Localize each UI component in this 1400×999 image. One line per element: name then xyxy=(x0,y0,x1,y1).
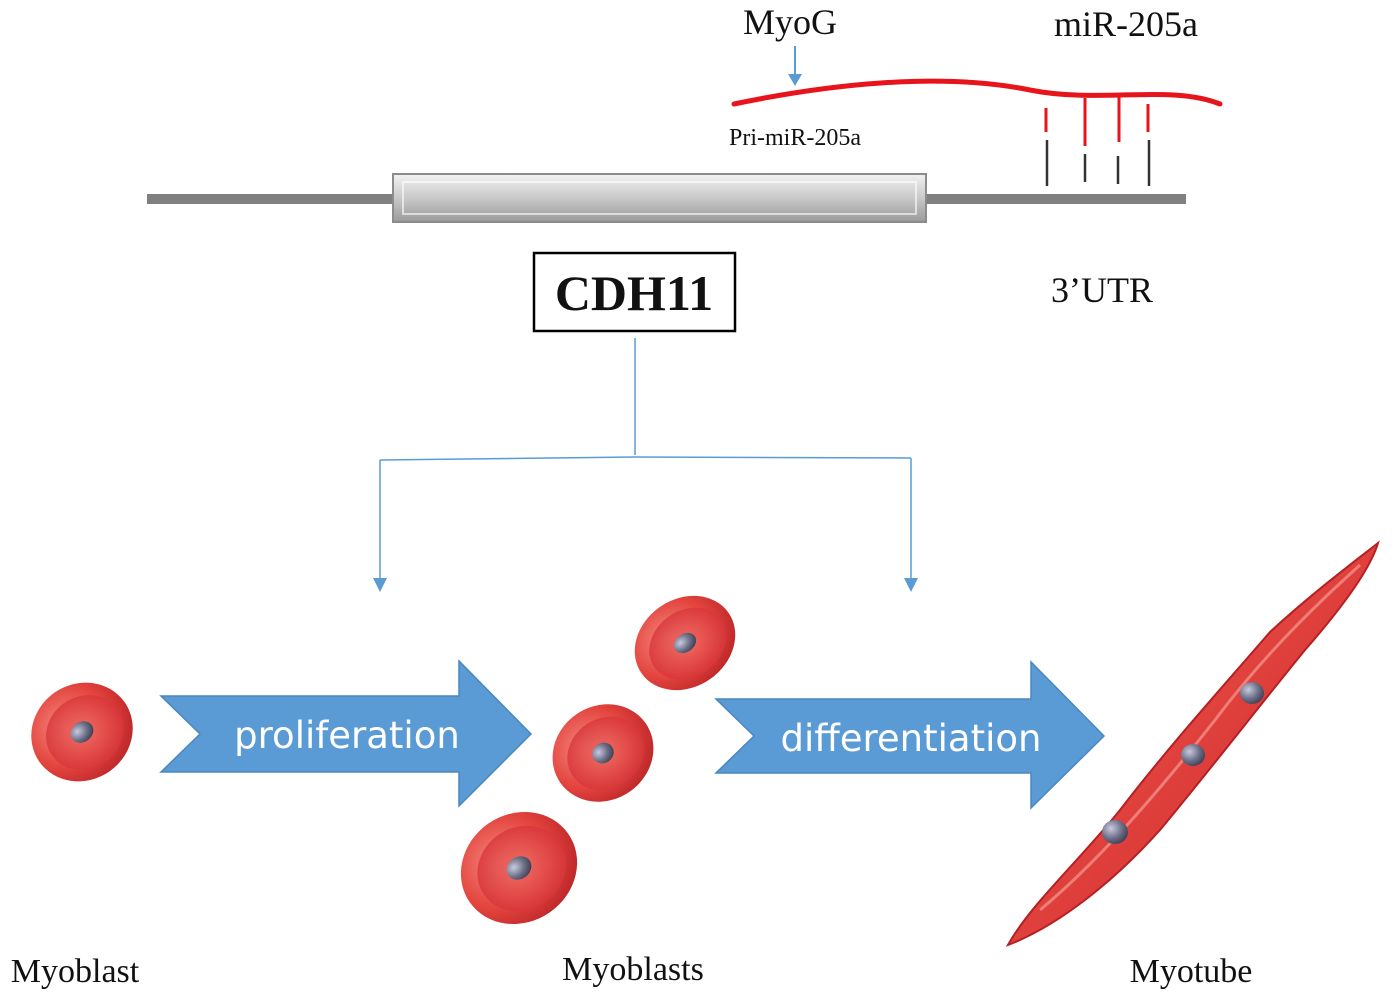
nucleus-icon xyxy=(592,742,614,764)
utr-label: 3’UTR xyxy=(1051,270,1153,310)
myoblasts-cell-1 xyxy=(634,595,736,691)
proliferation-arrow: proliferation xyxy=(159,659,533,808)
nucleus-icon xyxy=(1181,744,1205,766)
differentiation-label: differentiation xyxy=(781,717,1042,760)
myoblast-label: Myoblast xyxy=(11,953,140,990)
connector-arrowhead-left xyxy=(373,578,387,592)
cdh11-label: CDH11 xyxy=(555,265,713,321)
myoblasts-cell-2 xyxy=(552,704,654,802)
cdh11-exon-inner xyxy=(402,181,917,215)
nucleus-icon xyxy=(673,632,697,654)
myog-label: MyoG xyxy=(743,2,837,42)
cdh11-label-box: CDH11 xyxy=(532,251,737,333)
nucleus-icon xyxy=(1240,682,1264,704)
myotube-label: Myotube xyxy=(1130,953,1253,990)
proliferation-label: proliferation xyxy=(234,714,460,757)
myoblast-cell xyxy=(31,682,133,782)
differentiation-arrow: differentiation xyxy=(714,660,1106,810)
mir-205a-label: miR-205a xyxy=(1054,4,1198,44)
myoblasts-cell-3 xyxy=(460,811,578,925)
myoblasts-label: Myoblasts xyxy=(562,951,704,988)
gene-structure xyxy=(147,140,1186,223)
myog-arrow xyxy=(788,46,802,86)
nucleus-icon xyxy=(1102,820,1128,844)
nucleus-icon xyxy=(506,856,532,880)
nucleus-icon xyxy=(70,721,94,743)
myotube-cell xyxy=(1005,540,1380,947)
utr-binding-sites xyxy=(1045,140,1151,186)
mir-seed-marks xyxy=(1044,96,1150,146)
connector-arrowhead-right xyxy=(904,578,918,592)
cdh11-connector xyxy=(379,338,912,580)
pri-mir-205a-label: Pri-miR-205a xyxy=(729,125,861,151)
mir-205a-strand xyxy=(731,78,1223,146)
pri-mir-205a-curve xyxy=(731,78,1223,107)
